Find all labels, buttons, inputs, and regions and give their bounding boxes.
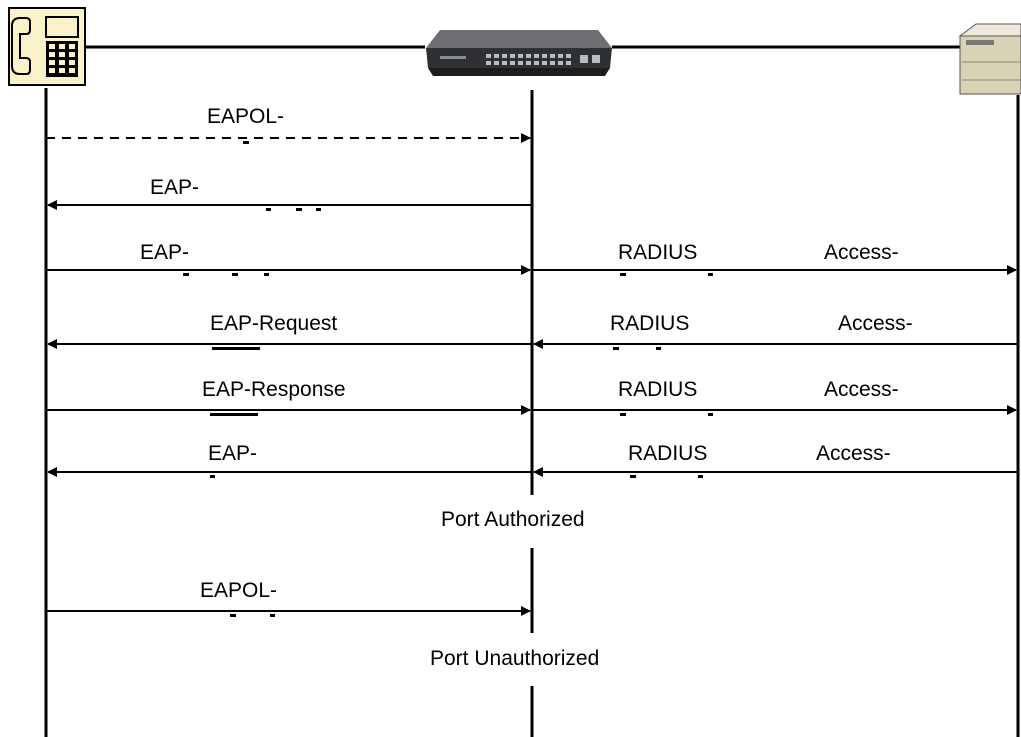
message-label-access-2: Access-: [838, 312, 913, 335]
message-label-access-3: Access-: [824, 378, 899, 401]
message-label-eap-request-id: EAP-: [150, 176, 200, 199]
message-label-eap-response: EAP-Response: [202, 378, 346, 401]
message-label-radius-3: RADIUS: [618, 378, 698, 401]
message-label-eap-request: EAP-Request: [210, 312, 338, 335]
message-label-eap-success: EAP-: [208, 442, 258, 465]
message-label-eapol-start: EAPOL-: [207, 105, 285, 128]
clipped-text-fragments: [183, 141, 713, 617]
message-label-radius-4: RADIUS: [628, 442, 708, 465]
ip-phone-icon: [8, 7, 86, 86]
message-label-access-1: Access-: [824, 241, 899, 264]
message-label-eap-response-id: EAP-: [140, 241, 190, 264]
network-switch-icon: [426, 30, 612, 76]
state-label-unauthorized: Port Unauthorized: [430, 647, 600, 670]
message-label-access-4: Access-: [816, 442, 891, 465]
message-label-eapol-logoff: EAPOL-: [200, 579, 278, 602]
message-label-radius-2: RADIUS: [610, 312, 690, 335]
message-label-radius-1: RADIUS: [618, 241, 698, 264]
state-label-authorized: Port Authorized: [441, 508, 585, 531]
radius-server-icon: [958, 23, 1021, 95]
